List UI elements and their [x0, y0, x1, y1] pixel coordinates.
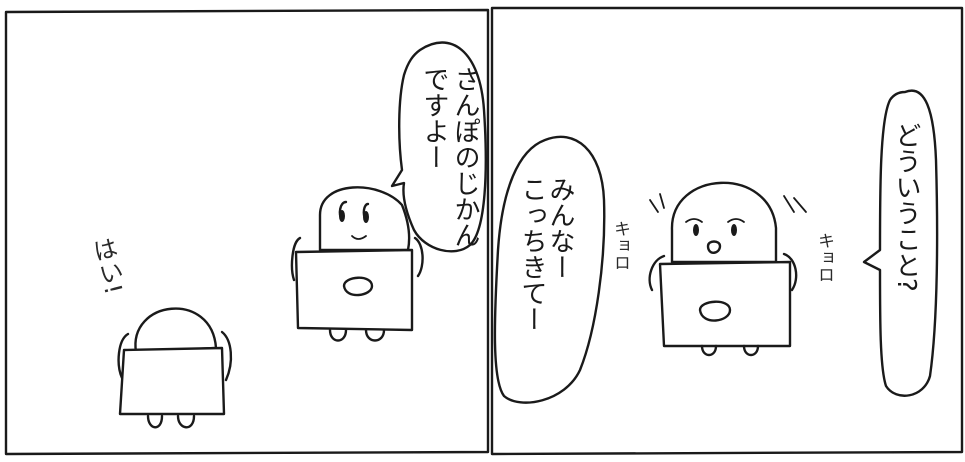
- motion-lines-right: [783, 195, 807, 213]
- character-looking-around: [648, 181, 798, 357]
- speech-text-left-col1: さんぽのじかん: [450, 66, 480, 248]
- speech-text-call-col1: みんなー: [545, 176, 575, 280]
- panel-left: さんぽのじかん ですよー はい!: [4, 8, 490, 456]
- speech-bubble-question: [862, 89, 939, 397]
- character-back-view: [117, 307, 233, 429]
- motion-lines-left: [649, 193, 665, 213]
- right-eye: [363, 211, 369, 223]
- speech-bubble-call-out: [493, 135, 606, 404]
- left-eye: [339, 210, 345, 222]
- speech-text-left-col2: ですよー: [419, 66, 449, 170]
- panel-right: みんなー こっちきてー どういうこと? キョロ キョロ: [490, 6, 964, 456]
- sfx-hai: はい!: [86, 235, 127, 298]
- left-eye: [693, 224, 699, 236]
- sfx-kyoro-left: キョロ: [610, 220, 630, 271]
- speech-bubble-left-panel: [390, 41, 487, 253]
- right-eye: [731, 224, 737, 236]
- speech-text-question: どういうこと?: [891, 122, 921, 292]
- speech-text-call-col2: こっちきてー: [517, 176, 547, 332]
- sfx-kyoro-right: キョロ: [814, 232, 834, 283]
- character-talking: [290, 186, 424, 342]
